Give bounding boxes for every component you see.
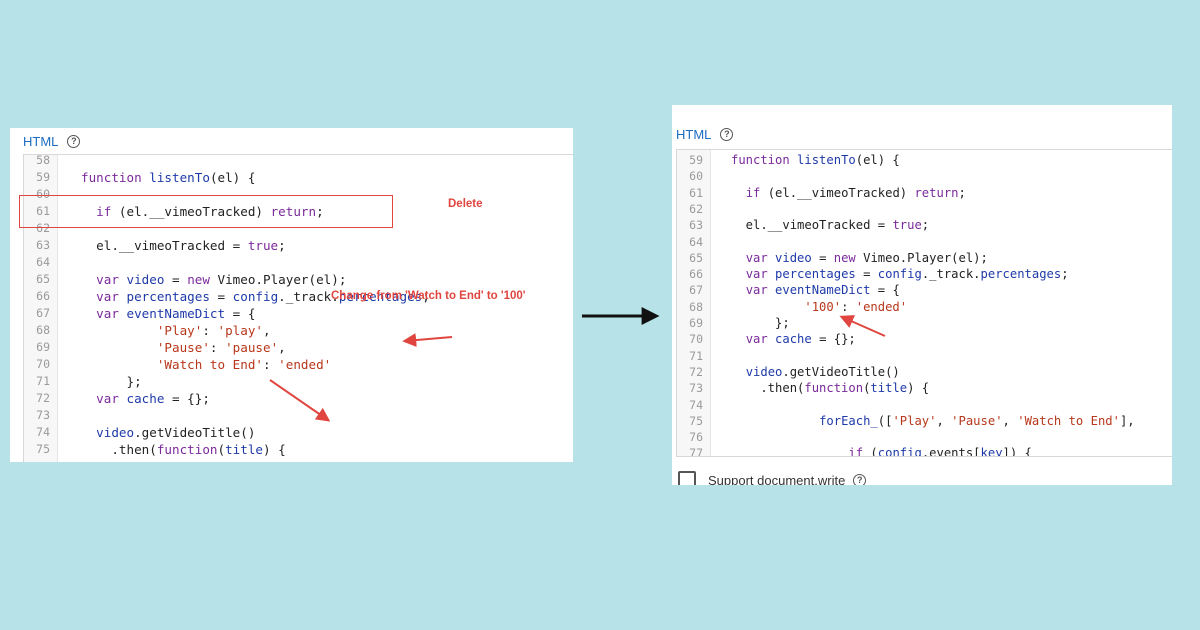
line-number: 59 — [689, 153, 703, 167]
line-number: 65 — [689, 250, 703, 265]
line-number-gutter — [677, 150, 711, 456]
line-number-gutter — [24, 155, 58, 462]
code-text: var video = new Vimeo.Player(el); — [745, 250, 988, 265]
code-text: 'Pause': 'pause', — [156, 340, 286, 355]
line-number: 69 — [36, 340, 50, 354]
line-number: 64 — [689, 234, 703, 249]
code-text: if (config.events[key]) { — [848, 446, 1032, 457]
line-number: 72 — [689, 364, 703, 379]
line-number: 64 — [36, 255, 50, 269]
code-text: video.getVideoTitle() — [96, 425, 256, 440]
code-text: if (el.__vimeoTracked) return; — [745, 185, 966, 200]
line-number: 61 — [36, 204, 50, 218]
line-number: 73 — [36, 408, 50, 422]
html-label[interactable]: HTML — [23, 133, 59, 149]
code-text: .then(function(title) { — [81, 442, 286, 457]
code-text: 'Play': 'play', — [156, 323, 271, 338]
line-number: 66 — [689, 267, 703, 282]
code-text: var video = new Vimeo.Player(el); — [96, 272, 347, 287]
code-text: var eventNameDict = { — [96, 306, 256, 321]
line-number: 68 — [36, 323, 50, 337]
support-document-write-label: Support document.write — [708, 472, 846, 486]
line-number: 70 — [689, 332, 703, 347]
line-number: 62 — [36, 221, 50, 235]
code-text: function listenTo(el) { — [81, 170, 256, 185]
code-text: }; — [81, 374, 142, 389]
line-number: 69 — [689, 316, 703, 330]
question-circle-icon[interactable]: ? — [853, 473, 867, 485]
line-number: 63 — [689, 218, 703, 233]
line-number: 75 — [36, 442, 50, 456]
line-number: 77 — [689, 446, 703, 457]
line-number: 63 — [36, 238, 50, 252]
line-number: 61 — [689, 185, 703, 200]
code-text: if (el.__vimeoTracked) return; — [96, 204, 324, 219]
line-number: 71 — [36, 374, 50, 388]
code-editor-panel-before: HTML ? 58 59 function listenTo(el) { 60 61 i… — [10, 128, 573, 462]
change-annotation: Change from 'Watch to End' to '100' — [331, 290, 526, 302]
code-text: video.getVideoTitle() — [745, 364, 900, 379]
code-text: el.__vimeoTracked = true; — [81, 238, 286, 253]
code-text: var percentages = config._track.percenta… — [96, 289, 430, 304]
line-number: 67 — [689, 283, 703, 298]
line-number: 60 — [689, 169, 703, 184]
line-number: 72 — [36, 391, 50, 405]
line-number: 76 — [689, 430, 703, 445]
line-number: 70 — [36, 357, 50, 371]
code-text: forEach_(['Play', 'Pause', 'Watch to End… — [819, 413, 1135, 428]
line-number: 60 — [36, 187, 50, 201]
line-number: 65 — [36, 272, 50, 286]
code-text: var eventNameDict = { — [745, 283, 900, 298]
line-number: 68 — [689, 299, 703, 314]
question-circle-icon[interactable]: ? — [720, 127, 734, 141]
code-text: '100': 'ended' — [804, 299, 908, 314]
line-number: 73 — [689, 381, 703, 396]
code-text: el.__vimeoTracked = true; — [731, 218, 930, 233]
code-editor[interactable]: 58 59 function listenTo(el) { 60 61 if (el._… — [23, 154, 573, 462]
line-number: 59 — [36, 170, 50, 184]
html-label[interactable]: HTML — [676, 126, 712, 142]
line-number: 74 — [36, 425, 50, 439]
line-number: 67 — [36, 306, 50, 320]
line-number: 66 — [36, 289, 50, 303]
code-text: }; — [731, 316, 790, 330]
support-document-write-row[interactable]: Support document.write ? — [678, 471, 867, 486]
question-circle-icon[interactable]: ? — [67, 134, 81, 148]
code-text: function listenTo(el) { — [731, 153, 900, 167]
code-text: var cache = {}; — [745, 332, 856, 347]
line-number: 62 — [689, 201, 703, 216]
code-text: 'Watch to End': 'ended' — [156, 357, 332, 372]
html-tab-header: HTML ? — [672, 123, 1172, 145]
support-document-write-checkbox[interactable] — [678, 471, 696, 485]
delete-highlight-box — [19, 195, 393, 228]
line-number: 58 — [36, 154, 50, 167]
line-number: 75 — [689, 413, 703, 428]
delete-annotation: Delete — [448, 198, 483, 210]
line-number: 74 — [689, 397, 703, 412]
line-number: 71 — [689, 348, 703, 363]
code-text: .then(function(title) { — [731, 381, 930, 396]
html-tab-header: HTML ? — [10, 128, 573, 154]
code-text: var cache = {}; — [96, 391, 210, 406]
code-text: var percentages = config._track.percenta… — [745, 267, 1069, 282]
